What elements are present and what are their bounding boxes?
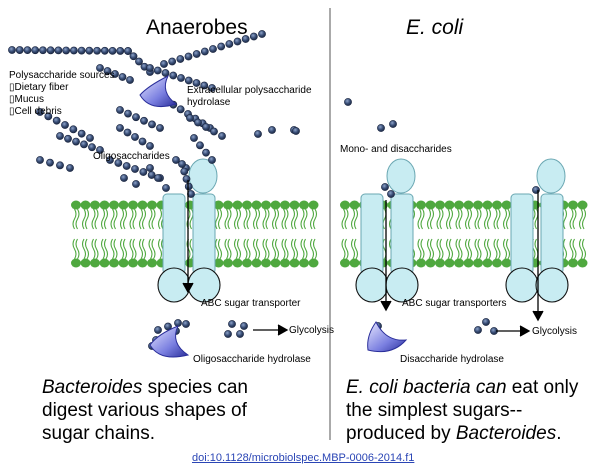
extracellular-hydrolase-label-line1: Extracellular polysaccharide — [187, 85, 312, 96]
abc-transporters-label: ABC sugar transporters — [402, 298, 507, 309]
extracellular-hydrolase-enzyme — [139, 74, 178, 107]
glycolysis-label-left: Glycolysis — [289, 325, 335, 336]
anaerobes-title: Anaerobes — [146, 16, 248, 39]
ecoli-caption: E. coli bacteria can eat only the simple… — [346, 377, 579, 444]
source-dietary-fiber: ▯Dietary fiber — [9, 82, 69, 93]
oligosaccharide-hydrolase-label: Oligosaccharide hydrolase — [193, 354, 311, 365]
ecoli-title: E. coli — [406, 16, 464, 39]
source-mucus: ▯Mucus — [9, 94, 44, 105]
abc-transporter — [355, 158, 419, 303]
extracellular-hydrolase-label-line2: hydrolase — [187, 97, 231, 108]
doi-link[interactable]: doi:10.1128/microbiolspec.MBP-0006-2014.… — [192, 452, 415, 464]
oligosaccharides-label: Oligosaccharides — [93, 151, 170, 162]
mono-disaccharides-label: Mono- and disaccharides — [340, 144, 452, 155]
oligosaccharide-hydrolase-enzyme — [149, 325, 190, 358]
glycolysis-label-right: Glycolysis — [532, 326, 578, 337]
anaerobes-caption: Bacteroides species can digest various s… — [42, 377, 248, 444]
abc-transporter — [505, 158, 569, 303]
sugar-molecules — [8, 30, 540, 354]
arrows — [182, 180, 544, 337]
disaccharide-hydrolase-label: Disaccharide hydrolase — [400, 354, 504, 365]
polysaccharide-sources-heading: Polysaccharide sources — [9, 70, 115, 81]
source-cell-debris: ▯Cell debris — [9, 106, 62, 117]
abc-transporter-label: ABC sugar transporter — [201, 298, 301, 309]
disaccharide-hydrolase-enzyme — [367, 321, 408, 353]
abc-transporter — [157, 158, 221, 303]
abc-transporters — [157, 158, 569, 303]
